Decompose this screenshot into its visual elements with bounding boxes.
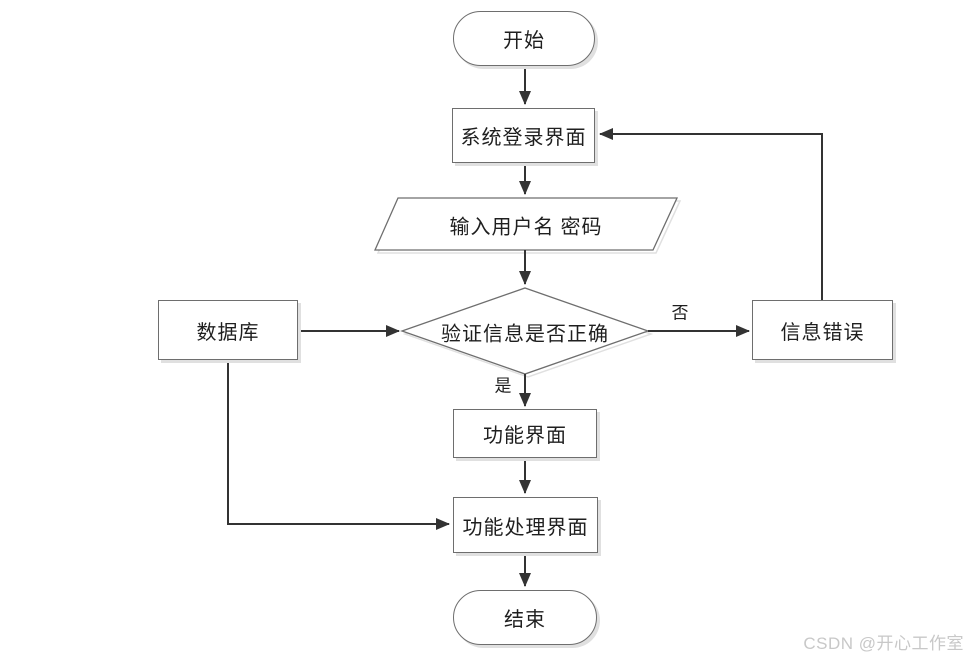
node-verify-label: 验证信息是否正确 xyxy=(441,323,609,346)
node-input-label: 输入用户名 密码 xyxy=(449,216,603,239)
node-login: 系统登录界面 xyxy=(452,108,595,163)
node-login-label: 系统登录界面 xyxy=(460,127,587,149)
input-parallelogram-shape xyxy=(374,197,679,251)
node-database-label: 数据库 xyxy=(196,321,260,344)
node-error: 信息错误 xyxy=(752,300,893,360)
node-function-label: 功能界面 xyxy=(483,425,567,447)
edge-error-to-login xyxy=(599,128,823,300)
node-function: 功能界面 xyxy=(453,409,597,458)
watermark: CSDN @开心工作室 xyxy=(803,634,964,653)
edge-label-no: 否 xyxy=(671,303,689,323)
node-start: 开始 xyxy=(453,11,595,66)
node-end: 结束 xyxy=(453,590,597,645)
node-database: 数据库 xyxy=(158,300,298,360)
node-function-process: 功能处理界面 xyxy=(453,497,598,553)
node-end-label: 结束 xyxy=(504,609,546,631)
edge-label-yes: 是 xyxy=(494,376,512,396)
node-function-process-label: 功能处理界面 xyxy=(462,516,589,539)
node-start-label: 开始 xyxy=(503,30,545,52)
node-error-label: 信息错误 xyxy=(780,321,865,344)
edge-database-to-funcprocess xyxy=(227,360,450,530)
